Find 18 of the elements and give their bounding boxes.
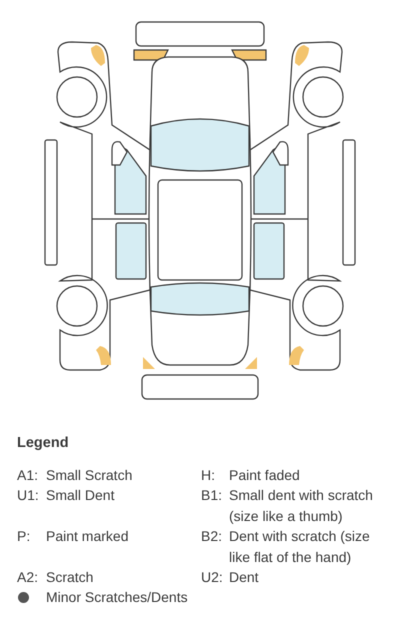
damage-code: A1: [17,466,40,485]
damage-description: Dent [229,568,260,587]
legend-heading: Legend [17,434,70,453]
damage-description: Small Dent [46,486,116,505]
damage-code: A2: [17,568,40,587]
legend-text: Minor Scratches/Dents [46,588,189,607]
damage-code: H: [201,466,216,485]
damage-description: Small dent with scratch (size like a thumb) [229,486,374,526]
damage-description: Small Scratch [46,466,134,485]
damage-description: Paint marked [46,527,130,546]
damage-code: U1: [17,486,40,505]
damage-code: U2: [201,568,224,587]
damage-description: Dent with scratch (size like flat of the hand) [229,527,371,567]
damage-description: Paint faded [229,466,301,485]
damage-code: B2: [201,527,224,546]
damage-code: P: [17,527,32,546]
damage-code: B1: [201,486,224,505]
damage-description: Scratch [46,568,94,587]
